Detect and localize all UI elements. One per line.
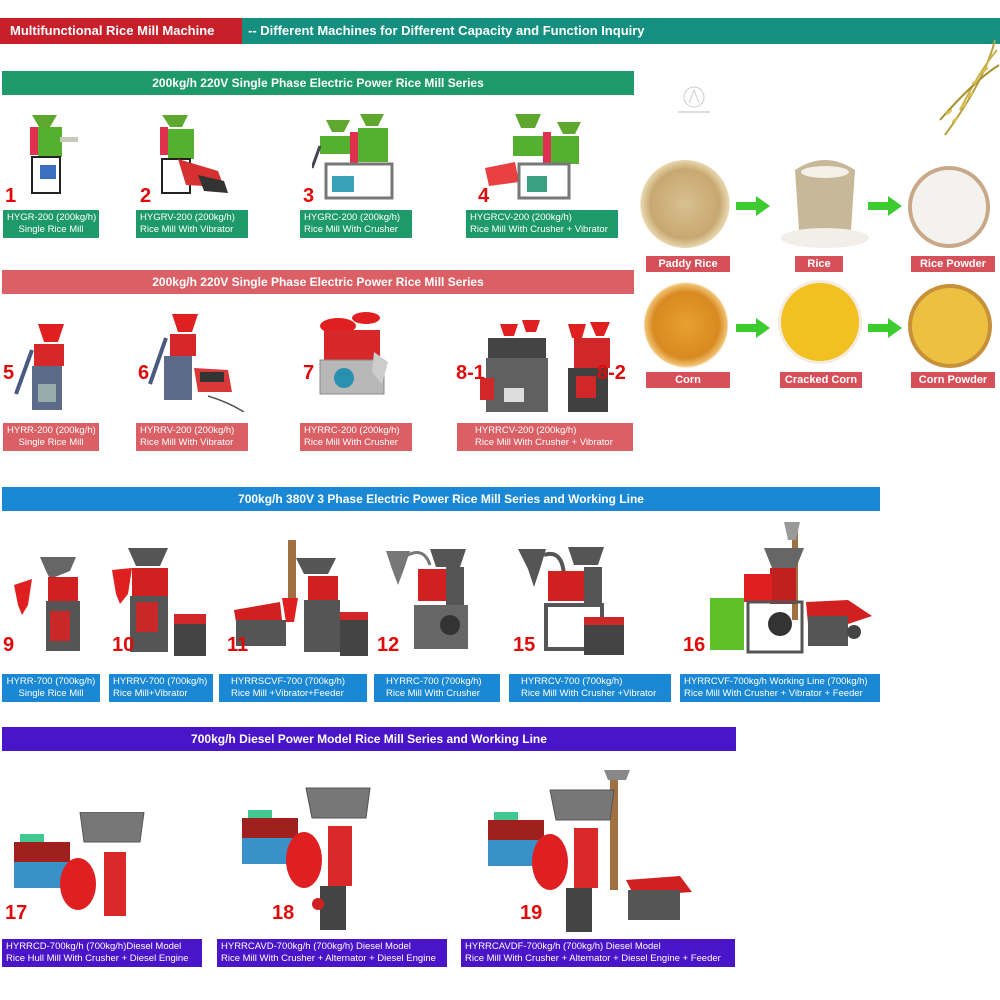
header-bar: Multifunctional Rice Mill Machine -- Dif…: [0, 18, 1000, 44]
machine-label-9[interactable]: HYRR-700 (700kg/h) Single Rice Mill: [2, 674, 100, 702]
rice-sack-image: [781, 160, 869, 248]
machine-label-2[interactable]: HYGRV-200 (200kg/h) Rice Mill With Vibra…: [136, 210, 248, 238]
section-header-blue: 700kg/h 380V 3 Phase Electric Power Rice…: [2, 487, 880, 511]
machine-number: 18: [272, 902, 295, 924]
section-header-red: 200kg/h 220V Single Phase Electric Power…: [2, 270, 634, 294]
machine-4-image[interactable]: [485, 112, 595, 200]
flow-label-cracked-corn: Cracked Corn: [780, 372, 862, 388]
arrow-right-icon: [736, 196, 770, 216]
machine-16-image[interactable]: [708, 520, 878, 660]
arrow-right-icon: [868, 196, 902, 216]
machine-label-8[interactable]: HYRRCV-200 (200kg/h) Rice Mill With Crus…: [457, 423, 633, 451]
logo-watermark-icon: [678, 86, 710, 113]
section-header-green: 200kg/h 220V Single Phase Electric Power…: [2, 71, 634, 95]
flow-label-rice-powder: Rice Powder: [911, 256, 995, 272]
corn-powder-image: [908, 284, 992, 368]
machine-15-image[interactable]: [516, 545, 626, 657]
machine-number-secondary: 8-2: [597, 362, 626, 384]
corn-image: [644, 282, 728, 368]
machine-number: 16: [683, 634, 706, 656]
machine-9-image[interactable]: [10, 555, 80, 655]
machine-2-image[interactable]: [158, 115, 230, 197]
machine-label-3[interactable]: HYGRC-200 (200kg/h) Rice Mill With Crush…: [300, 210, 412, 238]
machine-label-15[interactable]: HYRRCV-700 (700kg/h) Rice Mill With Crus…: [509, 674, 671, 702]
rice-powder-image: [908, 166, 990, 248]
machine-number: 19: [520, 902, 543, 924]
machine-6-image[interactable]: [148, 312, 248, 412]
section-header-purple: 700kg/h Diesel Power Model Rice Mill Ser…: [2, 727, 736, 751]
machine-number: 5: [3, 362, 15, 384]
machine-number: 17: [5, 902, 28, 924]
header-subtitle: -- Different Machines for Different Capa…: [242, 18, 1000, 44]
flow-label-corn: Corn: [646, 372, 730, 388]
machine-number: 9: [3, 634, 15, 656]
machine-label-5[interactable]: HYRR-200 (200kg/h) Single Rice Mill: [3, 423, 99, 451]
machine-11-image[interactable]: [230, 538, 370, 660]
machine-label-11[interactable]: HYRRSCVF-700 (700kg/h) Rice Mill +Vibrat…: [219, 674, 367, 702]
machine-number: 3: [303, 185, 315, 207]
machine-number: 2: [140, 185, 152, 207]
machine-label-16[interactable]: HYRRCVF-700kg/h Working Line (700kg/h) R…: [680, 674, 880, 702]
machine-label-10[interactable]: HYRRV-700 (700kg/h) Rice Mill+Vibrator: [109, 674, 213, 702]
machine-label-19[interactable]: HYRRCAVDF-700kg/h (700kg/h) Diesel Model…: [461, 939, 735, 967]
machine-number: 4: [478, 185, 490, 207]
flow-label-corn-powder: Corn Powder: [911, 372, 995, 388]
flow-label-paddy-rice: Paddy Rice: [646, 256, 730, 272]
machine-label-12[interactable]: HYRRC-700 (700kg/h) Rice Mill With Crush…: [374, 674, 500, 702]
machine-12-image[interactable]: [384, 545, 474, 655]
flow-label-rice: Rice: [795, 256, 843, 272]
machine-number: 11: [227, 634, 249, 656]
machine-5-image[interactable]: [14, 322, 76, 412]
machine-number: 7: [303, 362, 315, 384]
machine-number: 10: [112, 634, 135, 656]
cracked-corn-image: [778, 280, 862, 364]
machine-19-image[interactable]: [484, 768, 704, 934]
machine-number: 8-1: [456, 362, 485, 384]
machine-8-image[interactable]: [478, 318, 628, 414]
machine-3-image[interactable]: [312, 112, 402, 200]
arrow-right-icon: [736, 318, 770, 338]
machine-label-7[interactable]: HYRRC-200 (200kg/h) Rice Mill With Crush…: [300, 423, 412, 451]
machine-label-4[interactable]: HYGRCV-200 (200kg/h) Rice Mill With Crus…: [466, 210, 618, 238]
machine-label-6[interactable]: HYRRV-200 (200kg/h) Rice Mill With Vibra…: [136, 423, 248, 451]
machine-label-17[interactable]: HYRRCD-700kg/h (700kg/h)Diesel Model Ric…: [2, 939, 202, 967]
machine-17-image[interactable]: [8, 812, 148, 922]
machine-number: 6: [138, 362, 150, 384]
header-title: Multifunctional Rice Mill Machine: [0, 18, 242, 44]
machine-label-1[interactable]: HYGR-200 (200kg/h) Single Rice Mill: [3, 210, 99, 238]
machine-1-image[interactable]: [22, 115, 82, 195]
machine-number: 12: [377, 634, 400, 656]
machine-10-image[interactable]: [108, 546, 210, 658]
paddy-rice-image: [640, 160, 730, 248]
rice-plant-icon: [939, 40, 1000, 136]
machine-7-image[interactable]: [312, 312, 392, 412]
arrow-right-icon: [868, 318, 902, 338]
machine-number: 1: [5, 185, 17, 207]
machine-number: 15: [513, 634, 536, 656]
machine-18-image[interactable]: [236, 786, 376, 932]
machine-label-18[interactable]: HYRRCAVD-700kg/h (700kg/h) Diesel Model …: [217, 939, 447, 967]
